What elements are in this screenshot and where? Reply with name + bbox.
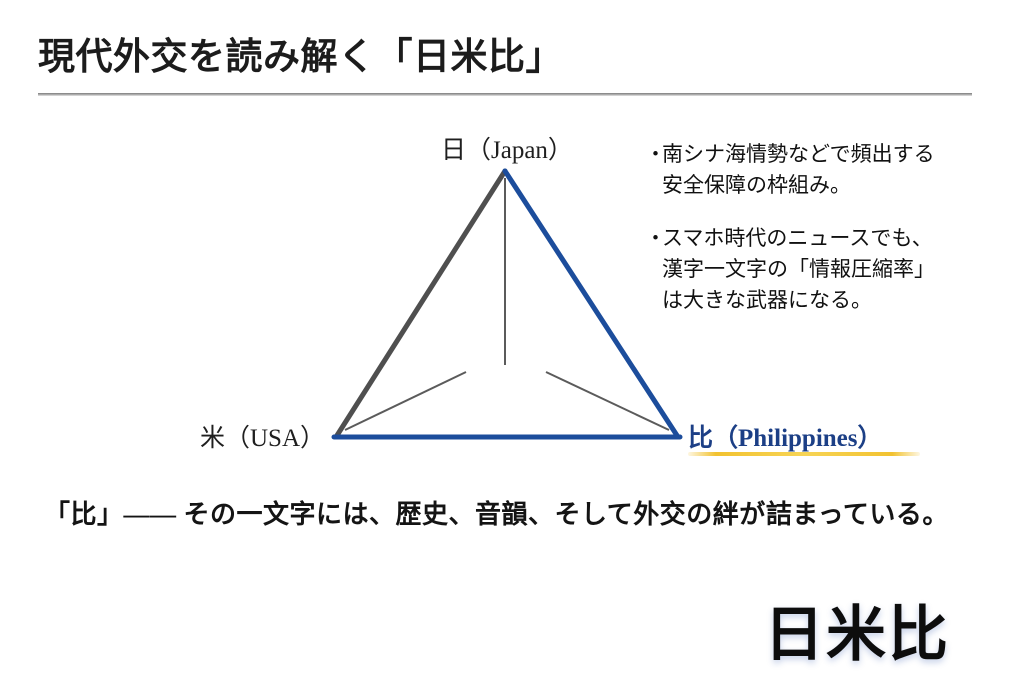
center-word-container: 日米比 xyxy=(352,290,948,668)
list-item-text: 南シナ海情勢などで頻出する 安全保障の枠組み。 xyxy=(662,143,935,197)
vertex-label-usa: 米（USA） xyxy=(200,425,326,452)
bullet-list: ・ 南シナ海情勢などで頻出する 安全保障の枠組み。 ・ スマホ時代のニュースでも… xyxy=(645,139,1020,338)
bullet-point-icon: ・ xyxy=(645,143,666,166)
vertex-label-philippines: 比（Philippines） xyxy=(688,425,883,452)
title-divider xyxy=(38,93,972,96)
page-title: 現代外交を読み解く「日米比」 xyxy=(38,37,563,78)
spoke-to-philippines xyxy=(545,371,670,431)
bullet-point-icon: ・ xyxy=(645,227,666,250)
vertex-label-japan: 日（Japan） xyxy=(441,137,573,164)
center-word: 日米比 xyxy=(764,602,950,668)
philippines-highlight-underline xyxy=(688,452,920,456)
list-item: ・ スマホ時代のニュースでも、 漢字一文字の「情報圧縮率」 は大きな武器になる。 xyxy=(645,223,1020,316)
slide-caption: 「比」—— その一文字には、歴史、音韻、そして外交の絆が詰まっている。 xyxy=(44,500,949,529)
list-item: ・ 南シナ海情勢などで頻出する 安全保障の枠組み。 xyxy=(645,139,1020,201)
spoke-to-usa xyxy=(344,371,467,431)
list-item-text: スマホ時代のニュースでも、 漢字一文字の「情報圧縮率」 は大きな武器になる。 xyxy=(662,227,935,312)
